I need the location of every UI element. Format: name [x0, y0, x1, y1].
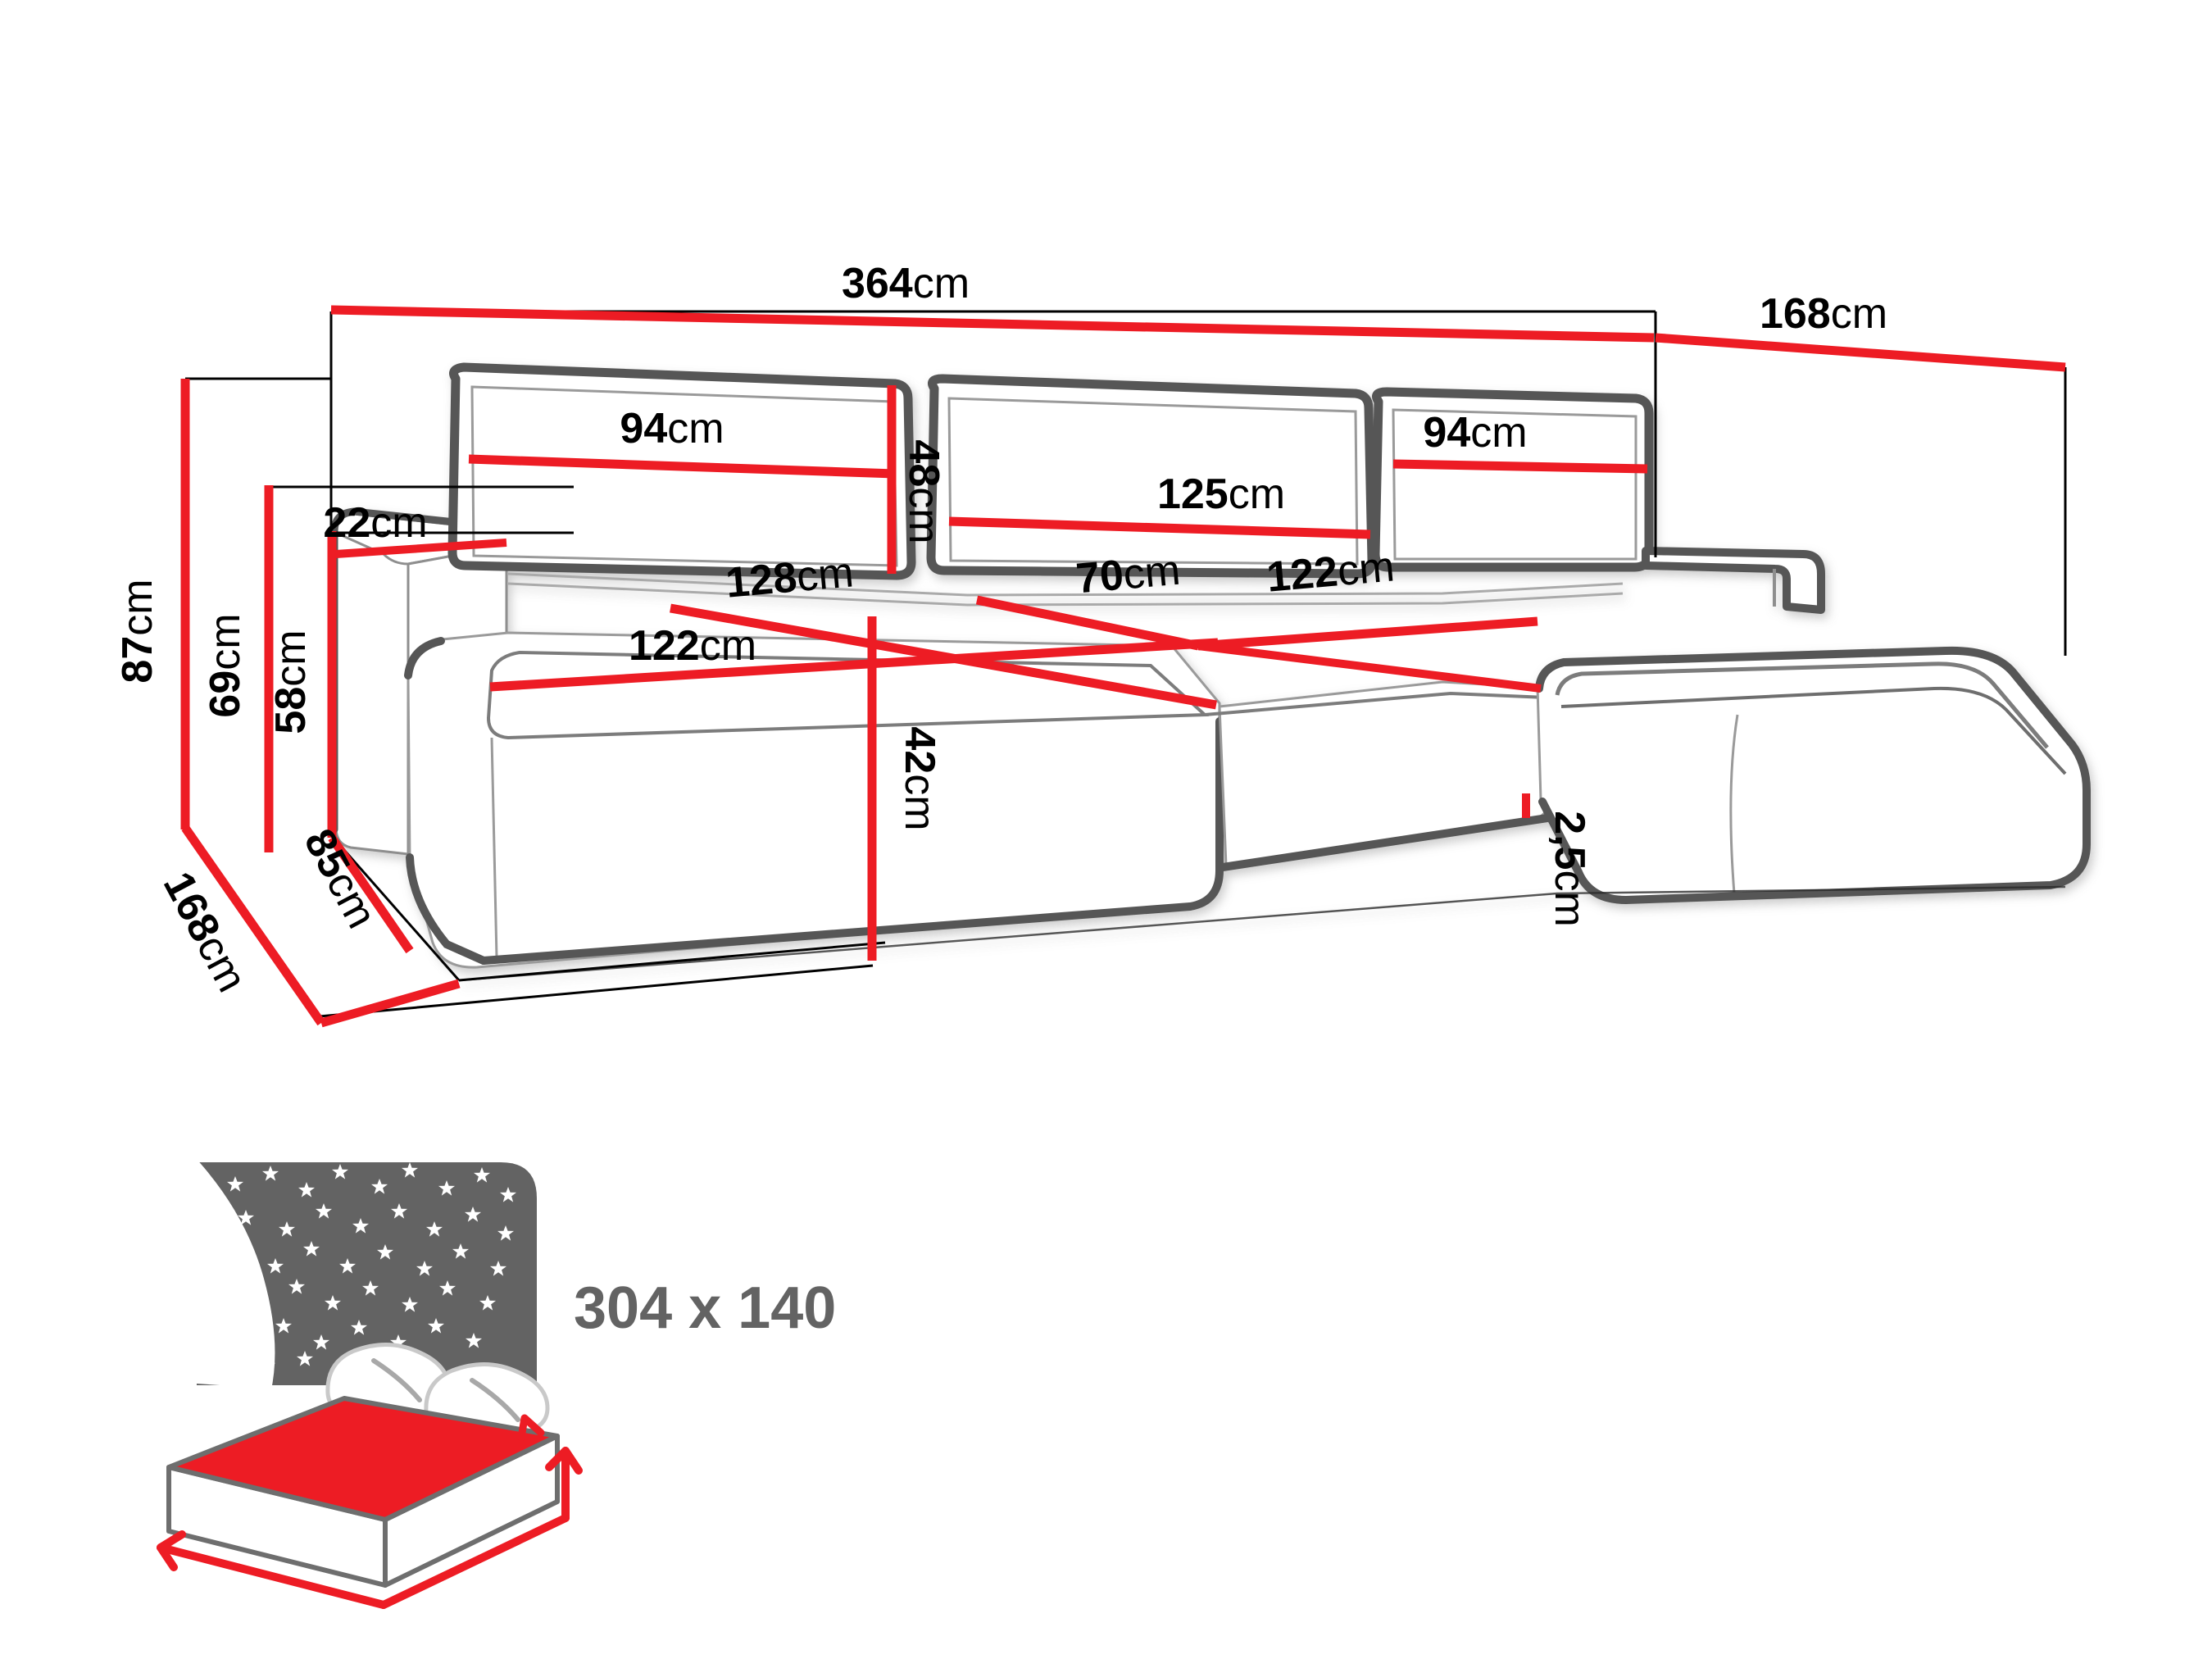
dimension-lines — [180, 305, 2066, 1028]
svg-text:48cm: 48cm — [900, 439, 947, 543]
dimline-122-chaise-b — [1197, 642, 1542, 693]
svg-text:58cm: 58cm — [267, 630, 315, 734]
dimension-label-122-chaise: 122cm — [1265, 543, 1397, 601]
dim-value-125: 125 — [1157, 470, 1229, 518]
dimline-125 — [948, 516, 1371, 539]
svg-text:125cm: 125cm — [1157, 470, 1285, 518]
dimension-label-122-front: 122cm — [629, 622, 756, 670]
dimension-label-58: 58cm — [267, 630, 315, 734]
dimension-label-128: 128cm — [724, 548, 856, 607]
dimline-94-right — [1392, 459, 1648, 474]
mattress-measure-arrows — [157, 1414, 583, 1609]
dimline-70 — [975, 595, 1200, 651]
left-seat-block — [404, 631, 1224, 969]
back-cushion-left — [447, 362, 916, 580]
dimension-label-42: 42cm — [896, 726, 943, 830]
svg-text:22cm: 22cm — [323, 499, 427, 547]
dimension-label-168-left: 168cm — [154, 864, 256, 999]
dimension-label-22: 22cm — [323, 499, 427, 547]
svg-text:364cm: 364cm — [842, 260, 970, 307]
dimline-168-right — [1655, 333, 2066, 372]
dimline-168-left — [181, 825, 325, 1026]
dim-value-122-front: 122 — [629, 622, 700, 670]
dim-value-87: 87 — [114, 636, 161, 684]
dim-value-122-chaise: 122 — [1265, 548, 1339, 601]
sleeping-bed-night-icon: 304 x 140 — [157, 1162, 836, 1609]
back-cushion-middle — [926, 374, 1377, 579]
right-armrest — [1642, 547, 1825, 614]
dim-unit-70: cm — [1121, 547, 1182, 599]
dim-value-22: 22 — [323, 499, 370, 547]
dim-value-364: 364 — [842, 260, 913, 307]
night-sky-panel — [197, 1162, 537, 1393]
dim-unit-168-right: cm — [1831, 290, 1887, 338]
dimension-label-168-right: 168cm — [1760, 290, 1887, 338]
corner-seat-block — [1204, 680, 1566, 871]
dim-unit-364: cm — [913, 260, 970, 307]
svg-text:122cm: 122cm — [1265, 543, 1397, 601]
dim-unit-122-front: cm — [700, 622, 756, 670]
svg-text:87cm: 87cm — [114, 579, 161, 683]
dim-value-94-left: 94 — [620, 405, 667, 452]
dim-unit-69: cm — [202, 613, 249, 670]
dim-value-2-5: 2,5 — [1546, 811, 1593, 870]
dimension-label-364: 364cm — [842, 260, 970, 307]
dimline-22 — [335, 539, 507, 558]
dimline-94-left — [468, 454, 896, 479]
dim-unit-94-right: cm — [1470, 409, 1527, 457]
chaise-block — [1535, 646, 2091, 904]
dim-value-128: 128 — [724, 553, 798, 607]
dim-value-48: 48 — [900, 439, 947, 487]
dimension-label-48: 48cm — [900, 439, 947, 543]
dim-value-168-right: 168 — [1760, 290, 1831, 338]
svg-text:69cm: 69cm — [202, 613, 249, 717]
dim-value-58: 58 — [267, 687, 315, 734]
back-cushion-right — [1370, 387, 1654, 572]
svg-text:168cm: 168cm — [154, 864, 256, 999]
dim-unit-48: cm — [900, 487, 947, 543]
dim-unit-42: cm — [896, 774, 943, 830]
backrest-top-rail — [507, 572, 1624, 607]
dim-unit-58: cm — [267, 630, 315, 686]
dim-value-70: 70 — [1074, 552, 1126, 603]
sofa-illustration — [330, 362, 2091, 982]
dim-unit-94-left: cm — [667, 405, 724, 452]
dimline-364 — [330, 305, 1655, 343]
dim-unit-125: cm — [1229, 470, 1285, 518]
dimension-label-70: 70cm — [1074, 547, 1183, 603]
dim-unit-22: cm — [370, 499, 427, 547]
dim-value-69: 69 — [202, 670, 249, 718]
dim-unit-87: cm — [114, 579, 161, 635]
dimension-label-2-5: 2,5cm — [1546, 811, 1593, 927]
dimension-label-94-left: 94cm — [620, 405, 724, 452]
svg-text:70cm: 70cm — [1074, 547, 1183, 603]
svg-text:94cm: 94cm — [620, 405, 724, 452]
dimension-label-69: 69cm — [202, 613, 249, 717]
dimension-label-87: 87cm — [114, 579, 161, 683]
dim-unit-2-5: cm — [1546, 870, 1593, 926]
svg-text:168cm: 168cm — [1760, 290, 1887, 338]
mattress — [166, 1396, 560, 1588]
svg-text:42cm: 42cm — [896, 726, 943, 830]
svg-text:128cm: 128cm — [724, 548, 856, 607]
dimension-label-94-right: 94cm — [1423, 409, 1527, 457]
dim-unit-128: cm — [795, 548, 856, 601]
sleeping-area-label: 304 x 140 — [574, 1275, 836, 1341]
dim-value-94-right: 94 — [1423, 409, 1470, 457]
dimension-label-125: 125cm — [1157, 470, 1285, 518]
svg-text:94cm: 94cm — [1423, 409, 1527, 457]
dimline-168-left-b — [320, 979, 461, 1028]
dimline-122-front — [489, 638, 1219, 692]
svg-text:2,5cm: 2,5cm — [1546, 811, 1593, 927]
dimline-122-chaise — [1197, 616, 1538, 651]
dimline-85 — [328, 834, 414, 954]
svg-text:122cm: 122cm — [629, 622, 756, 670]
dim-unit-122-chaise: cm — [1336, 543, 1397, 595]
dim-value-42: 42 — [896, 726, 943, 774]
dimension-labels: 364cm 168cm 87cm 69cm 58cm — [114, 260, 1887, 1000]
